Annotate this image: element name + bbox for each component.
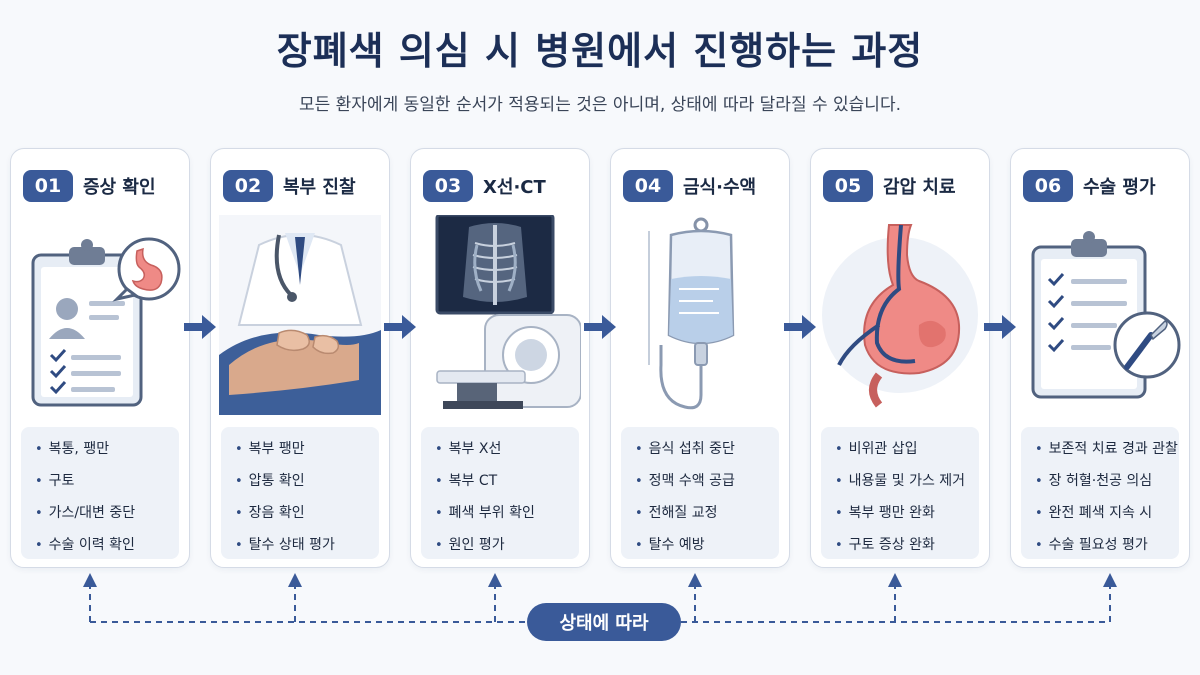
step-number: 06 [1023, 170, 1073, 202]
step-card-5: 05 감압 치료 비위관 삽입 내용물 및 가스 제거 복부 팽만 완화 구토 … [810, 148, 990, 568]
detail-item: 음식 섭취 중단 [621, 435, 779, 464]
detail-item: 복부 팽만 완화 [821, 499, 979, 528]
detail-item: 압통 확인 [221, 467, 379, 496]
step-details-5: 비위관 삽입 내용물 및 가스 제거 복부 팽만 완화 구토 증상 완화 [821, 427, 979, 559]
step-title: 증상 확인 [83, 177, 156, 198]
step-number: 01 [23, 170, 73, 202]
detail-item: 완전 폐색 지속 시 [1021, 499, 1179, 528]
step-header-6: 06 수술 평가 [1023, 169, 1156, 203]
detail-item: 구토 [21, 467, 179, 496]
stomach-tube-icon [819, 215, 981, 560]
step-card-4: 04 금식·수액 음식 섭취 중단 정맥 수액 공급 전해질 교정 탈수 예방 [610, 148, 790, 568]
step-title: X선·CT [483, 177, 546, 198]
step-header-1: 01 증상 확인 [23, 169, 156, 203]
clipboard-stomach-icon [19, 215, 181, 560]
detail-item: 구토 증상 완화 [821, 531, 979, 560]
doctor-exam-icon [219, 215, 381, 560]
step-number: 03 [423, 170, 473, 202]
detail-item: 수술 이력 확인 [21, 531, 179, 560]
detail-item: 전해질 교정 [621, 499, 779, 528]
page-title: 장폐색 의심 시 병원에서 진행하는 과정 [276, 29, 924, 73]
detail-item: 가스/대변 중단 [21, 499, 179, 528]
xray-ct-icon [419, 215, 581, 560]
step-title: 감압 치료 [883, 177, 956, 198]
detail-item: 탈수 상태 평가 [221, 531, 379, 560]
page-subtitle: 모든 환자에게 동일한 순서가 적용되는 것은 아니며, 상태에 따라 달라질 … [298, 95, 901, 115]
detail-item: 수술 필요성 평가 [1021, 531, 1179, 560]
step-header-2: 02 복부 진찰 [223, 169, 356, 203]
step-header-5: 05 감압 치료 [823, 169, 956, 203]
detail-item: 내용물 및 가스 제거 [821, 467, 979, 496]
step-header-4: 04 금식·수액 [623, 169, 756, 203]
detail-item: 복부 X선 [421, 435, 579, 464]
step-details-1: 복통, 팽만 구토 가스/대변 중단 수술 이력 확인 [21, 427, 179, 559]
step-details-6: 보존적 치료 경과 관찰 장 허혈·천공 의심 완전 폐색 지속 시 수술 필요… [1021, 427, 1179, 559]
step-number: 04 [623, 170, 673, 202]
detail-item: 보존적 치료 경과 관찰 [1021, 435, 1179, 464]
arrow-right-icon [584, 315, 616, 339]
step-header-3: 03 X선·CT [423, 169, 546, 203]
step-title: 수술 평가 [1083, 177, 1156, 198]
step-number: 02 [223, 170, 273, 202]
detail-item: 장음 확인 [221, 499, 379, 528]
step-details-3: 복부 X선 복부 CT 폐색 부위 확인 원인 평가 [421, 427, 579, 559]
step-details-2: 복부 팽만 압통 확인 장음 확인 탈수 상태 평가 [221, 427, 379, 559]
detail-item: 복부 CT [421, 467, 579, 496]
step-card-3: 03 X선·CT 복부 X선 복부 CT 폐색 부위 확인 원인 평가 [410, 148, 590, 568]
step-details-4: 음식 섭취 중단 정맥 수액 공급 전해질 교정 탈수 예방 [621, 427, 779, 559]
detail-item: 탈수 예방 [621, 531, 779, 560]
arrow-right-icon [784, 315, 816, 339]
detail-item: 복부 팽만 [221, 435, 379, 464]
detail-item: 원인 평가 [421, 531, 579, 560]
detail-item: 폐색 부위 확인 [421, 499, 579, 528]
detail-item: 복통, 팽만 [21, 435, 179, 464]
step-title: 금식·수액 [683, 177, 757, 198]
step-card-6: 06 수술 평가 보존적 치료 경과 [1010, 148, 1190, 568]
detail-item: 장 허혈·천공 의심 [1021, 467, 1179, 496]
step-title: 복부 진찰 [283, 177, 356, 198]
arrow-right-icon [384, 315, 416, 339]
step-card-2: 02 복부 진찰 복부 팽만 압통 확인 장음 확인 탈수 상태 평가 [210, 148, 390, 568]
step-card-1: 01 증상 확인 [10, 148, 190, 568]
arrow-right-icon [984, 315, 1016, 339]
clipboard-scalpel-icon [1019, 215, 1181, 560]
detail-item: 정맥 수액 공급 [621, 467, 779, 496]
iv-bag-icon [619, 215, 781, 560]
step-number: 05 [823, 170, 873, 202]
arrow-right-icon [184, 315, 216, 339]
feedback-label: 상태에 따라 [527, 603, 681, 641]
detail-item: 비위관 삽입 [821, 435, 979, 464]
feedback-loop [83, 573, 1117, 623]
